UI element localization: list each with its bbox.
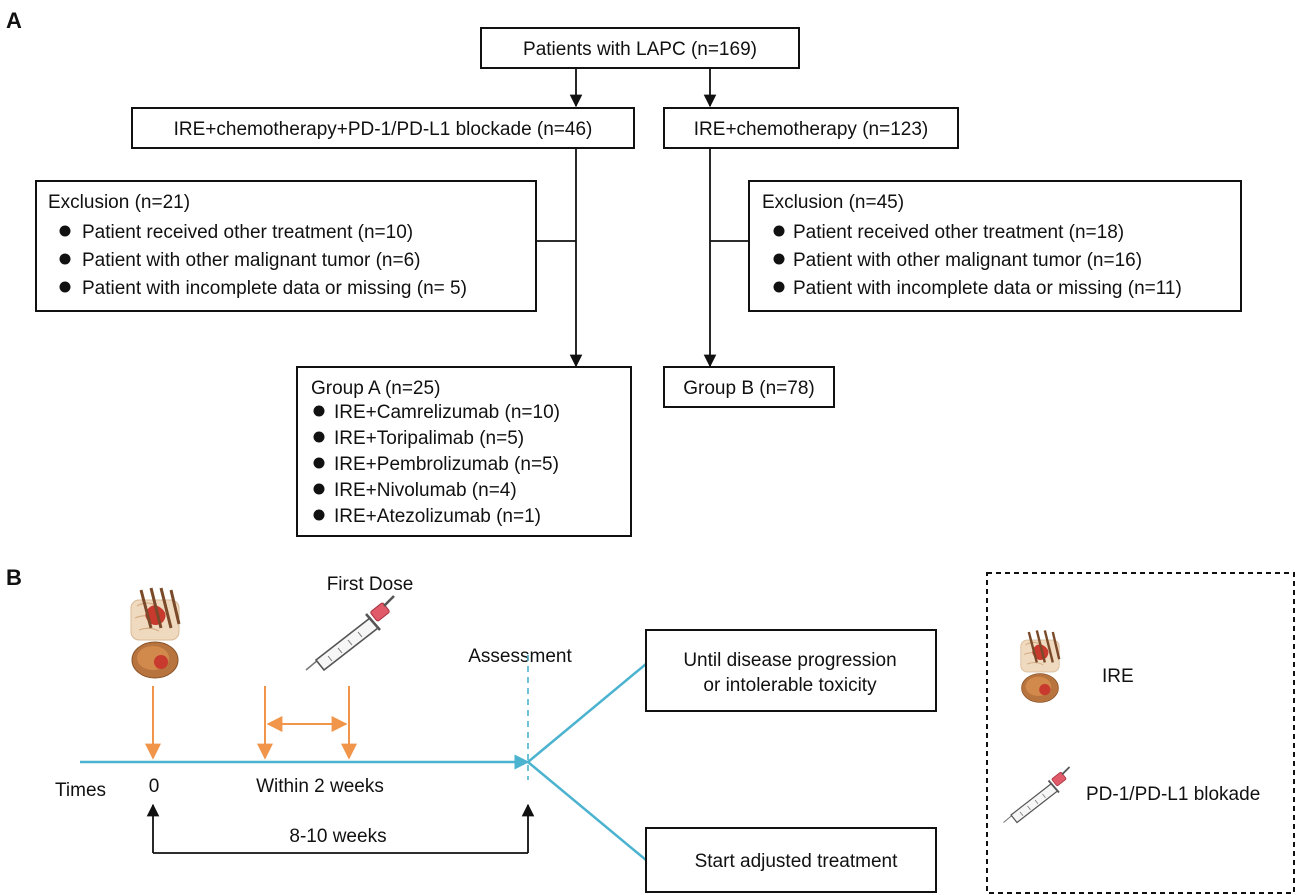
bullet — [313, 405, 325, 417]
group-a-item: IRE+Pembrolizumab (n=5) — [334, 454, 559, 475]
group-b-label: Group B (n=78) — [683, 378, 815, 399]
legend-syringe-icon — [1002, 766, 1071, 824]
left-exclusion-item: Patient with other malignant tumor (n=6) — [82, 250, 420, 271]
bullet — [773, 253, 785, 265]
left-exclusion-item: Patient received other treatment (n=10) — [82, 222, 413, 243]
bullet — [313, 457, 325, 469]
bullet — [773, 225, 785, 237]
left-exclusion-box — [35, 180, 537, 312]
group-a-item: IRE+Toripalimab (n=5) — [334, 428, 524, 449]
legend-ire-icon — [1019, 629, 1061, 704]
group-a-item: IRE+Atezolizumab (n=1) — [334, 506, 541, 527]
bullet — [313, 509, 325, 521]
group-a-title: Group A (n=25) — [311, 378, 440, 399]
bullet — [313, 483, 325, 495]
outcome-lower-label: Start adjusted treatment — [695, 851, 898, 872]
branch-lower — [527, 761, 647, 861]
ire-icon — [129, 586, 181, 680]
outcome-upper-line1: Until disease progression — [683, 650, 896, 671]
right-arm-box — [663, 107, 959, 149]
bullet — [773, 281, 785, 293]
left-exclusion-item: Patient with incomplete data or missing … — [82, 278, 467, 299]
bullet — [59, 225, 71, 237]
patients-box-label: Patients with LAPC (n=169) — [523, 39, 757, 60]
interval-label: 8-10 weeks — [289, 826, 386, 847]
group-a-item: IRE+Nivolumab (n=4) — [334, 480, 517, 501]
first-dose-label: First Dose — [327, 574, 414, 595]
bullet — [59, 253, 71, 265]
within-label: Within 2 weeks — [256, 776, 384, 797]
panel-b-label: B — [6, 565, 22, 590]
group-a-item: IRE+Camrelizumab (n=10) — [334, 402, 560, 423]
outcome-upper-line2: or intolerable toxicity — [703, 675, 877, 696]
group-a-box — [296, 366, 632, 537]
flowchart: Patients with LAPC (n=169) IRE+chemother… — [35, 27, 1242, 537]
group-b-box — [663, 366, 835, 408]
outcome-lower-box — [645, 827, 937, 893]
bullet — [313, 431, 325, 443]
assessment-label: Assessment — [468, 646, 572, 667]
legend-blockade-label: PD-1/PD-L1 blokade — [1086, 784, 1260, 805]
left-arm-label: IRE+chemotherapy+PD-1/PD-L1 blockade (n=… — [174, 119, 593, 140]
legend-ire-label: IRE — [1102, 666, 1134, 687]
timeline-diagram: First Dose Assessment Times 0 Within 2 w… — [55, 572, 1295, 894]
times-label: Times — [55, 780, 106, 801]
right-arm-label: IRE+chemotherapy (n=123) — [694, 119, 928, 140]
legend-box — [986, 572, 1295, 894]
time-zero-label: 0 — [149, 776, 160, 797]
right-exclusion-item: Patient with other malignant tumor (n=16… — [793, 250, 1142, 271]
right-exclusion-item: Patient with incomplete data or missing … — [793, 278, 1182, 299]
right-exclusion-title: Exclusion (n=45) — [762, 192, 904, 213]
right-exclusion-box — [748, 180, 1242, 312]
syringe-icon — [304, 594, 396, 672]
patients-box — [480, 27, 800, 69]
outcome-upper-box — [645, 629, 937, 712]
left-exclusion-title: Exclusion (n=21) — [48, 192, 190, 213]
branch-upper — [527, 663, 647, 763]
panel-a-label: A — [6, 8, 22, 33]
left-arm-box — [131, 107, 635, 149]
bullet — [59, 281, 71, 293]
right-exclusion-item: Patient received other treatment (n=18) — [793, 222, 1124, 243]
